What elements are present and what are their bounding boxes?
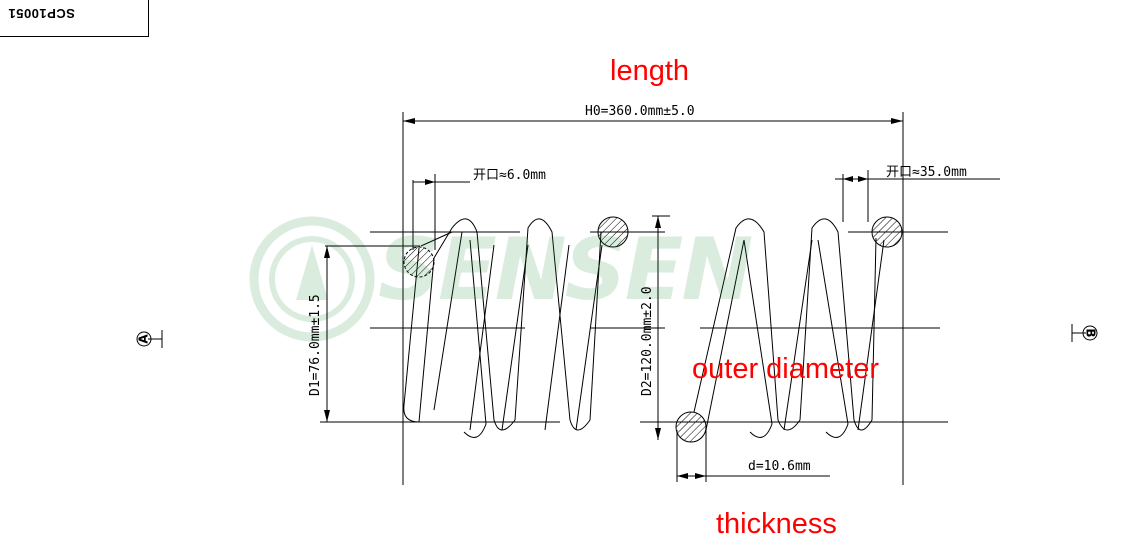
wire-diameter-label: d=10.6mm <box>748 459 811 474</box>
view-mark-right: B <box>1083 328 1098 338</box>
part-number-box: SCP10051 <box>0 0 149 37</box>
view-mark-left: A <box>136 334 151 344</box>
free-length-label: H0=360.0mm±5.0 <box>585 104 695 119</box>
wire-section-left <box>403 246 435 278</box>
d1-label: D1=76.0mm±1.5 <box>308 294 323 396</box>
wire-section-top <box>597 216 629 248</box>
part-number: SCP10051 <box>8 6 75 21</box>
watermark-logo <box>249 216 375 342</box>
length-annotation: length <box>610 55 690 87</box>
d2-label: D2=120.0mm±2.0 <box>640 286 655 396</box>
outer-diameter-annotation: outer diameter <box>692 353 879 385</box>
wire-section-bottom <box>675 411 707 443</box>
watermark-text: SENSEN <box>378 220 753 320</box>
spring-coils-left <box>403 218 603 438</box>
wire-section-right <box>871 216 903 248</box>
right-gap-label: 开口≈35.0mm <box>886 165 967 180</box>
thickness-annotation: thickness <box>716 508 837 540</box>
left-gap-label: 开口≈6.0mm <box>473 168 546 183</box>
spring-coils-right <box>693 218 885 438</box>
